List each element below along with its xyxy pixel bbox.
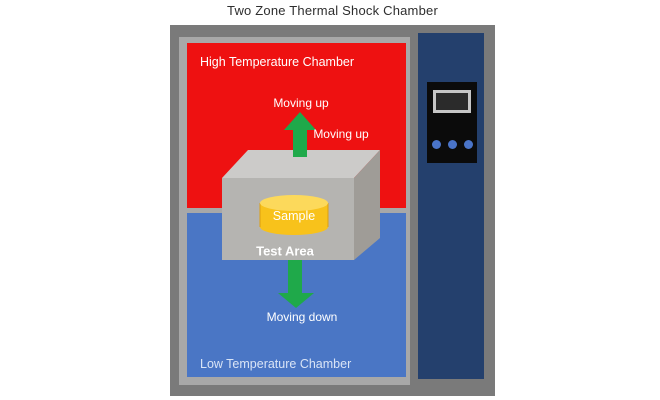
control-display-unit <box>427 82 477 163</box>
control-button-icon <box>463 140 473 149</box>
moving-down-label: Moving down <box>266 310 338 324</box>
moving-up-label-1: Moving up <box>273 96 329 110</box>
high-temperature-chamber: High Temperature Chamber <box>187 43 406 208</box>
sample-label: Sample <box>272 209 316 223</box>
control-panel <box>418 33 484 379</box>
display-screen <box>433 90 471 113</box>
control-button-icon <box>447 140 457 149</box>
control-button-icon <box>431 140 441 149</box>
high-temperature-chamber-label: High Temperature Chamber <box>200 55 355 69</box>
chamber-frame: High Temperature Chamber Low Temperature… <box>170 25 495 396</box>
test-area-label: Test Area <box>256 243 314 259</box>
diagram-title: Two Zone Thermal Shock Chamber <box>227 3 438 18</box>
low-temperature-chamber-label: Low Temperature Chamber <box>200 357 352 371</box>
control-button-row <box>427 140 477 149</box>
low-temperature-chamber: Low Temperature Chamber <box>187 213 406 377</box>
moving-up-label-2: Moving up <box>313 127 369 141</box>
